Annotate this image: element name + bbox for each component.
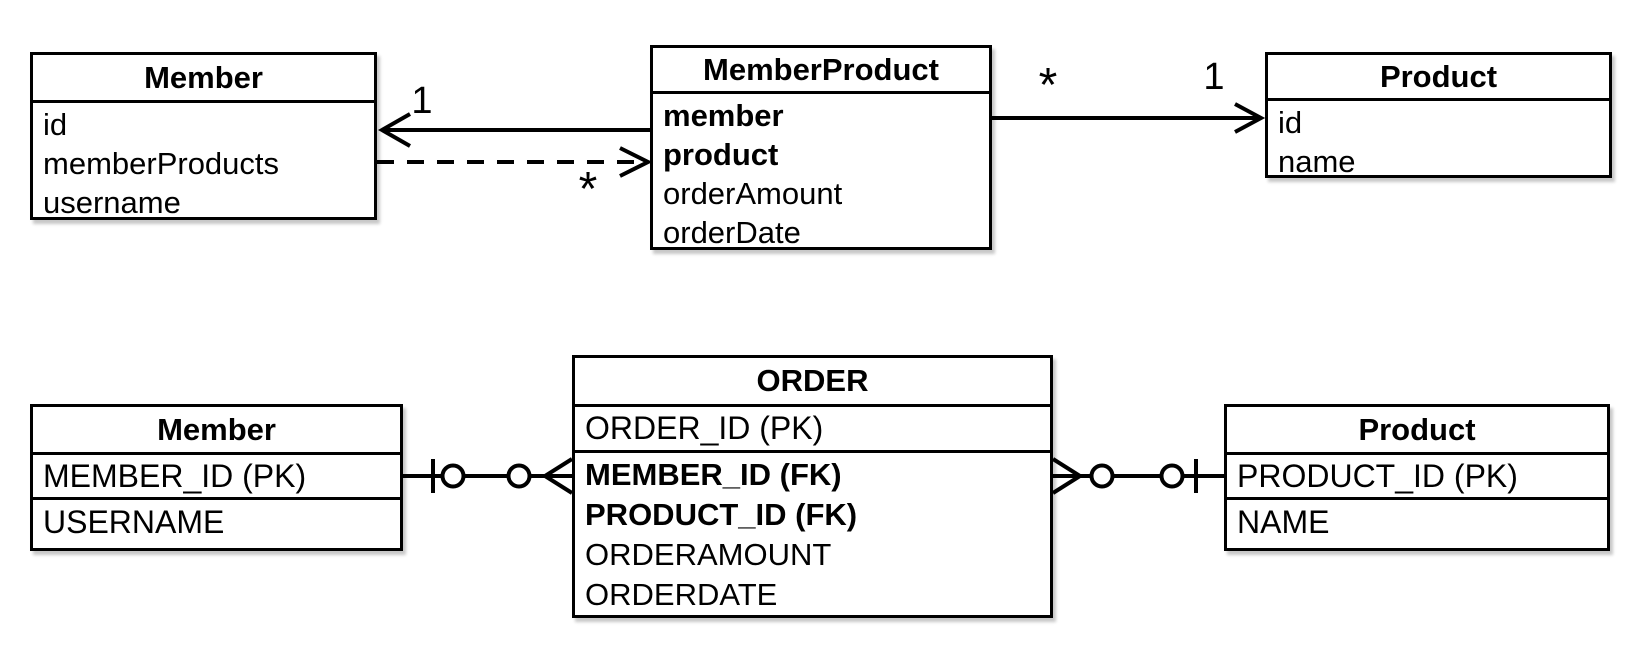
uml-attr-product: product [663, 137, 779, 172]
er-row-username: USERNAME [43, 504, 225, 540]
uml-attr-username: username [43, 185, 181, 220]
multiplicity-label-star-memberproduct-end: * [1038, 59, 1058, 112]
er-attr-orderdate: ORDERDATE [585, 577, 778, 612]
uml-attr-product-name: name [1278, 144, 1356, 179]
uml-attr-memberproducts: memberProducts [43, 146, 280, 181]
er-row-product-id: PRODUCT_ID (PK) [1227, 455, 1607, 500]
uml-attr-member: member [663, 98, 784, 133]
uml-class-memberproduct-body: member product orderAmount orderDate [653, 94, 989, 252]
crowsfoot-connector-order-product [1051, 457, 1224, 495]
uml-attr-orderamount: orderAmount [663, 176, 843, 211]
uml-class-member-title: Member [33, 55, 374, 103]
multiplicity-label-one-member-end: 1 [411, 80, 433, 122]
er-row-member-id: MEMBER_ID (PK) [33, 455, 400, 500]
multiplicity-label-star-dependency-end: * [578, 163, 598, 216]
uml-class-product: Product id name [1265, 52, 1612, 181]
uml-attr-id: id [43, 107, 68, 142]
er-attr-product-id-fk: PRODUCT_ID (FK) [585, 497, 858, 532]
uml-class-memberproduct-title: MemberProduct [653, 48, 989, 94]
er-table-product: Product PRODUCT_ID (PK) NAME [1224, 404, 1610, 551]
er-table-order-title: ORDER [575, 358, 1050, 407]
uml-class-member-body: id memberProducts username [33, 103, 374, 222]
crowsfoot-connector-member-order [403, 457, 574, 495]
uml-class-product-title: Product [1268, 55, 1609, 101]
er-row-name: NAME [1237, 504, 1330, 540]
er-table-product-title: Product [1227, 407, 1607, 455]
uml-class-product-body: id name [1268, 101, 1609, 181]
uml-attr-product-id: id [1278, 105, 1303, 140]
er-attr-member-id-fk: MEMBER_ID (FK) [585, 457, 842, 492]
uml-class-member: Member id memberProducts username [30, 52, 377, 220]
er-table-order: ORDER ORDER_ID (PK) MEMBER_ID (FK) PRODU… [572, 355, 1053, 618]
er-table-member: Member MEMBER_ID (PK) USERNAME [30, 404, 403, 551]
er-table-order-attributes: MEMBER_ID (FK) PRODUCT_ID (FK) ORDERAMOU… [575, 453, 1050, 615]
er-table-member-title: Member [33, 407, 400, 455]
uml-class-memberproduct: MemberProduct member product orderAmount… [650, 45, 992, 250]
er-row-order-id: ORDER_ID (PK) [575, 407, 1050, 453]
uml-attr-orderdate: orderDate [663, 215, 801, 250]
er-attr-orderamount: ORDERAMOUNT [585, 537, 832, 572]
multiplicity-label-one-product-end: 1 [1203, 56, 1225, 98]
